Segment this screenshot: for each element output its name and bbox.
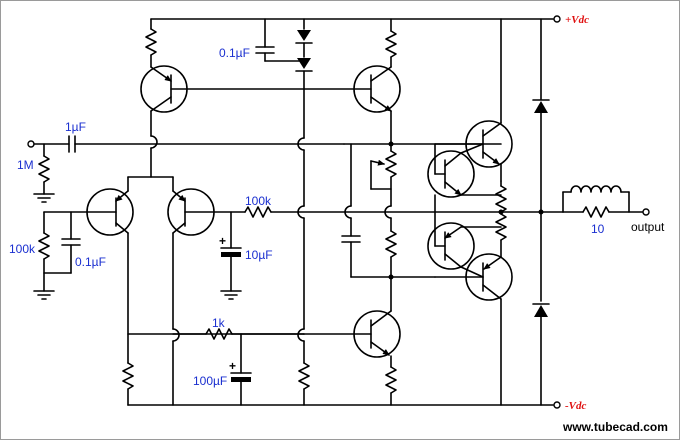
label-r-10: 10 (591, 222, 605, 236)
bias-potentiometer (341, 143, 397, 312)
label-r-1k: 1k (212, 316, 226, 330)
output-driver-lower (390, 211, 513, 406)
label-vminus: -Vdc (565, 400, 587, 412)
transistor-q3 (303, 310, 401, 406)
label-r-100k-left: 100k (9, 242, 36, 256)
clamp-diodes (532, 18, 550, 406)
label-cap-top: 0.1µF (219, 46, 250, 60)
transistor-q1 (140, 18, 305, 178)
input-terminal (27, 140, 70, 148)
input-resistor-1m (33, 143, 55, 203)
output-terminal (642, 208, 650, 216)
label-cap-100u: 100µF (193, 374, 227, 388)
capacitor-top-0-1uf (255, 18, 305, 62)
label-vplus: +Vdc (565, 14, 589, 26)
transistor-q5-feedback (127, 176, 246, 406)
label-cap-10u: 10µF (245, 248, 273, 262)
label-r-1m: 1M (17, 158, 34, 172)
output-inductor (540, 185, 630, 213)
resistor-1k (172, 328, 305, 340)
svg-text:+: + (219, 234, 226, 248)
label-cap-left: 0.1µF (75, 255, 106, 269)
positive-rail (150, 15, 561, 23)
capacitor-100uf: + (229, 333, 252, 406)
label-r-100k-mid: 100k (245, 194, 272, 208)
label-cap-in: 1µF (65, 120, 86, 134)
transistor-q2 (303, 18, 401, 147)
bias-diodes (295, 18, 313, 406)
negative-rail (127, 401, 561, 409)
label-output: output (631, 220, 665, 234)
transistor-q4-input (33, 176, 305, 406)
output-resistor-10 (562, 206, 644, 218)
site-credit: www.tubecad.com (562, 420, 668, 434)
svg-text:+: + (229, 359, 236, 373)
feedback-resistor-100k (244, 206, 542, 218)
input-coupling-capacitor (68, 135, 345, 153)
output-driver-upper (390, 18, 513, 230)
capacitor-10uf: + (219, 211, 242, 300)
